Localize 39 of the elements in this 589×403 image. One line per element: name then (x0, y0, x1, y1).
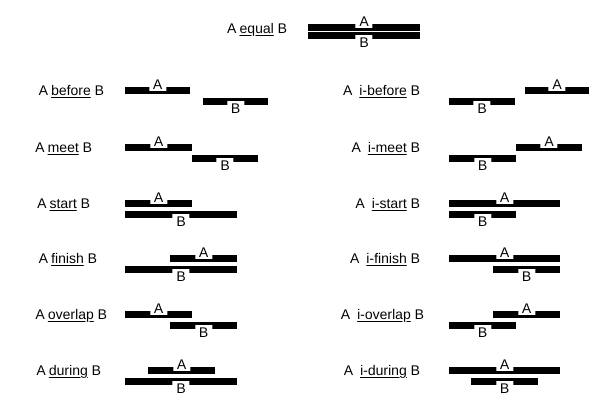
relation-label: A i-finish B (350, 251, 420, 265)
interval-letter: B (194, 325, 212, 339)
interval-letter: A (496, 245, 514, 259)
relation-label: A finish B (38, 251, 97, 265)
interval-letter: B (355, 35, 373, 49)
relation-label: A i-start B (355, 196, 420, 210)
interval-letter: A (172, 357, 190, 371)
interval-letter: A (150, 134, 168, 148)
interval-letter: A (518, 301, 536, 315)
interval-letter: B (226, 101, 244, 115)
interval-letter: A (150, 190, 168, 204)
interval-letter: B (474, 214, 492, 228)
interval-letter: A (548, 77, 566, 91)
interval-letter: B (518, 269, 536, 283)
interval-letter: B (496, 381, 514, 395)
interval-letter: A (355, 14, 373, 28)
interval-letter: B (473, 101, 491, 115)
relation-label: A meet B (35, 140, 92, 154)
interval-letter: B (474, 325, 492, 339)
relation-label: A overlap B (35, 307, 107, 321)
relation-label: A i-meet B (352, 140, 420, 154)
interval-letter: A (496, 357, 514, 371)
interval-letter: B (172, 214, 190, 228)
interval-letter: B (172, 269, 190, 283)
relation-label: A i-during B (344, 363, 420, 377)
interval-letter: B (172, 381, 190, 395)
relation-label: A before B (38, 83, 104, 97)
interval-letter: A (148, 77, 166, 91)
relation-label: A equal B (227, 21, 287, 35)
interval-letter: A (150, 301, 168, 315)
relation-label: A start B (37, 196, 90, 210)
relation-label: A i-overlap B (340, 307, 424, 321)
interval-letter: A (496, 190, 514, 204)
interval-letter: B (216, 158, 234, 172)
relation-label: A during B (36, 363, 101, 377)
interval-letter: A (194, 245, 212, 259)
relation-label: A i-before B (342, 83, 420, 97)
interval-letter: B (474, 158, 492, 172)
interval-letter: A (540, 134, 558, 148)
